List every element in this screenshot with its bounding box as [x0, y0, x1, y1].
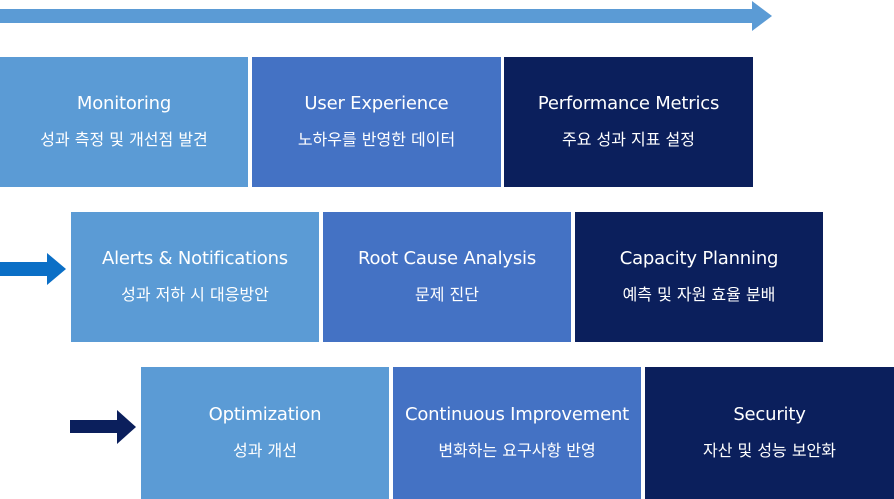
card-title: Monitoring — [76, 93, 172, 114]
card-title: Alerts & Notifications — [102, 248, 288, 269]
card-title: Root Cause Analysis — [357, 248, 537, 269]
card-alerts-notifications: Alerts & Notifications 성과 저하 시 대응방안 — [71, 212, 319, 342]
card-description: 예측 및 자원 효율 분배 — [622, 285, 776, 304]
card-title: Capacity Planning — [619, 248, 779, 269]
card-performance-metrics: Performance Metrics 주요 성과 지표 설정 — [504, 57, 753, 187]
card-description: 노하우를 반영한 데이터 — [297, 130, 456, 149]
card-description: 성과 저하 시 대응방안 — [121, 285, 269, 304]
card-title: User Experience — [304, 93, 449, 114]
card-description: 성과 개선 — [233, 441, 297, 460]
row2-arrow-icon — [0, 253, 66, 285]
card-description: 주요 성과 지표 설정 — [561, 130, 696, 149]
card-security: Security 자산 및 성능 보안화 — [645, 367, 894, 499]
card-description: 자산 및 성능 보안화 — [702, 441, 837, 460]
card-user-experience: User Experience 노하우를 반영한 데이터 — [252, 57, 501, 187]
card-capacity-planning: Capacity Planning 예측 및 자원 효율 분배 — [575, 212, 823, 342]
card-description: 문제 진단 — [415, 285, 479, 304]
row3-arrow-icon — [70, 410, 136, 444]
card-optimization: Optimization 성과 개선 — [141, 367, 389, 499]
card-description: 변화하는 요구사항 반영 — [438, 441, 596, 460]
card-monitoring: Monitoring 성과 측정 및 개선점 발견 — [0, 57, 248, 187]
card-continuous-improvement: Continuous Improvement 변화하는 요구사항 반영 — [393, 367, 641, 499]
card-title: Continuous Improvement — [404, 404, 630, 425]
card-title: Optimization — [208, 404, 322, 425]
card-root-cause-analysis: Root Cause Analysis 문제 진단 — [323, 212, 571, 342]
card-title: Performance Metrics — [537, 93, 720, 114]
card-title: Security — [733, 404, 806, 425]
card-description: 성과 측정 및 개선점 발견 — [40, 130, 208, 149]
top-progress-arrow — [0, 1, 772, 31]
